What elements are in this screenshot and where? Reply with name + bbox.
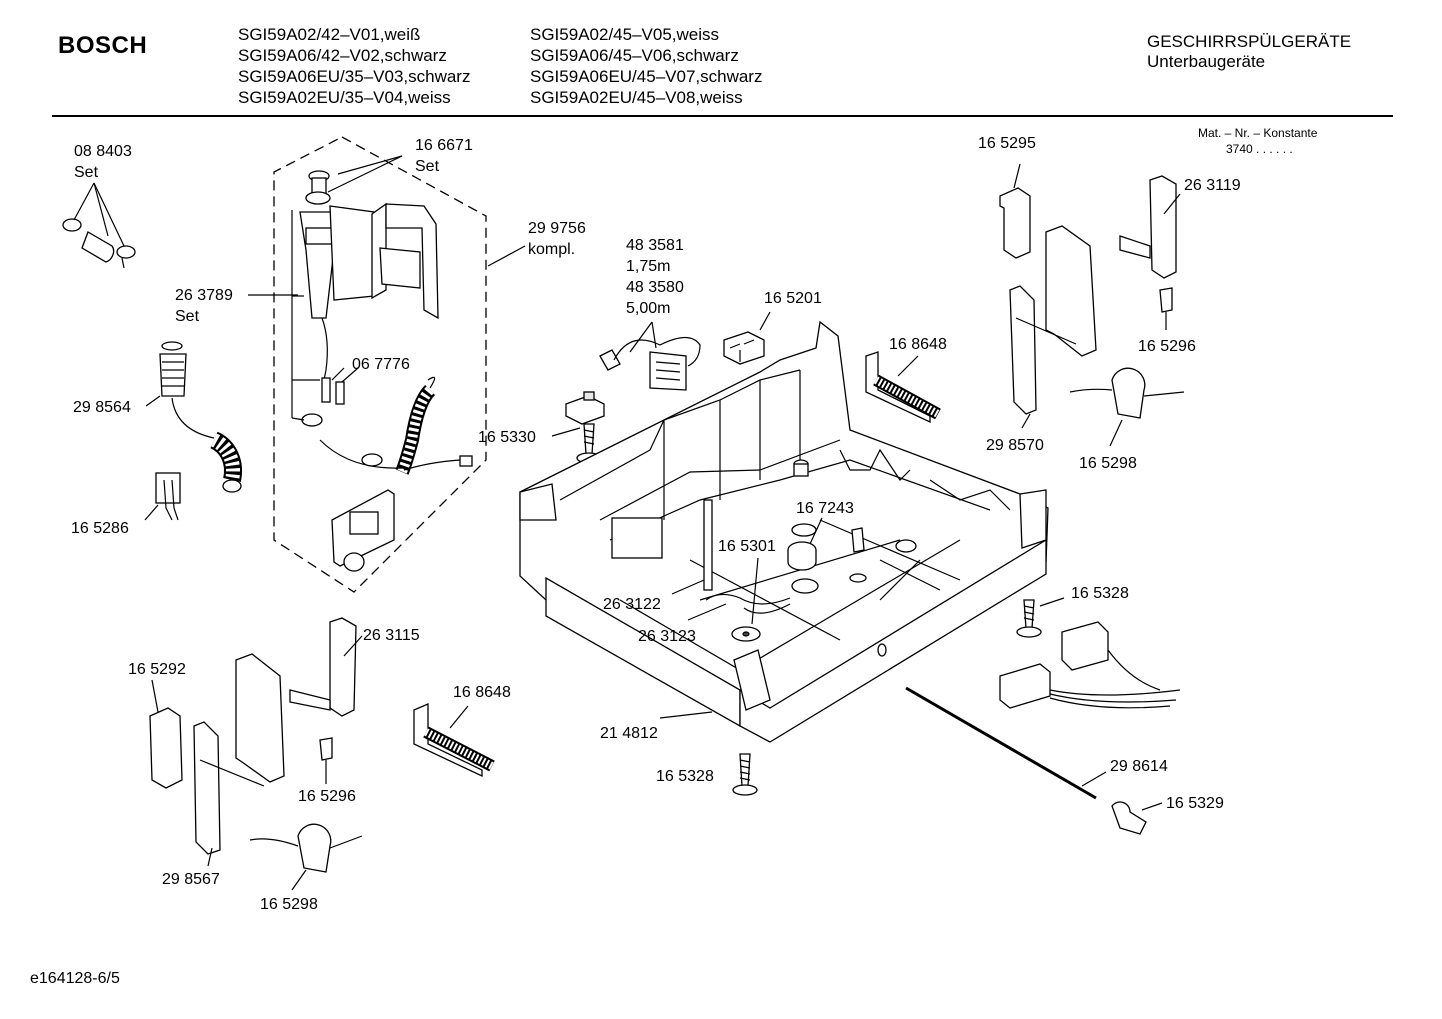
part-label: 16 5329 xyxy=(1166,795,1224,812)
model-line: SGI59A02/42–V01,weiß xyxy=(238,25,421,44)
part-label: 16 5298 xyxy=(1079,455,1137,472)
part-label: 29 9756 xyxy=(528,220,586,237)
part-label: 29 8614 xyxy=(1110,758,1168,775)
hose-clamp-set-part xyxy=(62,182,136,269)
part-label: 48 3581 xyxy=(626,237,684,254)
switch-and-screw-part xyxy=(551,391,605,464)
part-label: 16 5298 xyxy=(260,896,318,913)
part-label: 16 5328 xyxy=(1071,585,1129,602)
part-label: 29 8570 xyxy=(986,437,1044,454)
part-label: 29 8564 xyxy=(73,399,131,416)
rod-and-cap-part xyxy=(905,686,1163,835)
clip-part xyxy=(144,472,181,521)
subcategory-title: Unterbaugeräte xyxy=(1147,52,1266,71)
screw-bottom-part xyxy=(732,753,758,796)
part-label: 16 5292 xyxy=(128,661,186,678)
part-label-note: kompl. xyxy=(528,241,576,258)
part-label: 16 5328 xyxy=(656,768,714,785)
base-tub-part xyxy=(519,320,1049,743)
part-label: 16 6671 xyxy=(415,137,473,154)
part-label: 16 5286 xyxy=(71,520,129,537)
part-label: 06 7776 xyxy=(352,356,410,373)
part-label: 26 3123 xyxy=(638,628,696,645)
part-label: 26 3122 xyxy=(603,596,661,613)
screw-and-harness-part xyxy=(999,597,1181,709)
drain-hose-part xyxy=(145,341,242,493)
part-label: 16 5296 xyxy=(1138,338,1196,355)
part-label: 26 3115 xyxy=(363,627,420,644)
part-label: 26 3789 xyxy=(175,287,233,304)
mat-number-label: Mat. – Nr. – Konstante xyxy=(1198,126,1318,140)
part-label-note: Set xyxy=(415,158,440,175)
connector-part xyxy=(723,311,771,365)
part-label-note: Set xyxy=(175,308,200,325)
model-line: SGI59A06EU/35–V03,schwarz xyxy=(238,67,471,86)
assembly-dashed-frame xyxy=(273,136,487,593)
part-label: 16 5295 xyxy=(978,135,1036,152)
right-bracket-group-part xyxy=(999,163,1185,447)
model-line: SGI59A02/45–V05,weiss xyxy=(530,25,720,44)
left-bracket-group-part xyxy=(149,617,363,891)
part-label: 16 5330 xyxy=(478,429,536,446)
part-label-note: 5,00m xyxy=(626,300,671,317)
brand-logo-text: BOSCH xyxy=(58,32,148,59)
part-label: 16 8648 xyxy=(889,336,947,353)
model-line: SGI59A06EU/45–V07,schwarz xyxy=(530,67,763,86)
part-label: 16 7243 xyxy=(796,500,854,517)
model-line: SGI59A02EU/35–V04,weiss xyxy=(238,88,451,107)
cable-part xyxy=(599,321,701,391)
spring-holder-part-bottom xyxy=(413,703,495,778)
part-label-note: Set xyxy=(74,164,99,181)
part-label: 16 5301 xyxy=(718,538,776,555)
model-list-left: SGI59A02/42–V01,weiß SGI59A06/42–V02,sch… xyxy=(238,24,470,108)
part-label: 29 8567 xyxy=(162,871,220,888)
part-label: 48 3580 xyxy=(626,279,684,296)
part-label: 16 8648 xyxy=(453,684,511,701)
document-id: e164128-6/5 xyxy=(30,970,120,987)
part-label: 16 5201 xyxy=(764,290,822,307)
model-line: SGI59A02EU/45–V08,weiss xyxy=(530,88,743,107)
part-label: 16 5296 xyxy=(298,788,356,805)
part-label: 21 4812 xyxy=(600,725,658,742)
spring-holder-part-top xyxy=(865,351,941,424)
part-label: 08 8403 xyxy=(74,143,132,160)
model-list-right: SGI59A02/45–V05,weiss SGI59A06/45–V06,sc… xyxy=(530,24,762,108)
model-line: SGI59A06/42–V02,schwarz xyxy=(238,46,447,65)
mat-number-value: 3740 . . . . . . xyxy=(1226,142,1293,156)
model-line: SGI59A06/45–V06,schwarz xyxy=(530,46,739,65)
part-label: 26 3119 xyxy=(1184,177,1241,194)
category-title: GESCHIRRSPÜLGERÄTE xyxy=(1147,32,1352,51)
water-valve-assembly-part xyxy=(248,155,473,572)
part-label-note: 1,75m xyxy=(626,258,671,275)
